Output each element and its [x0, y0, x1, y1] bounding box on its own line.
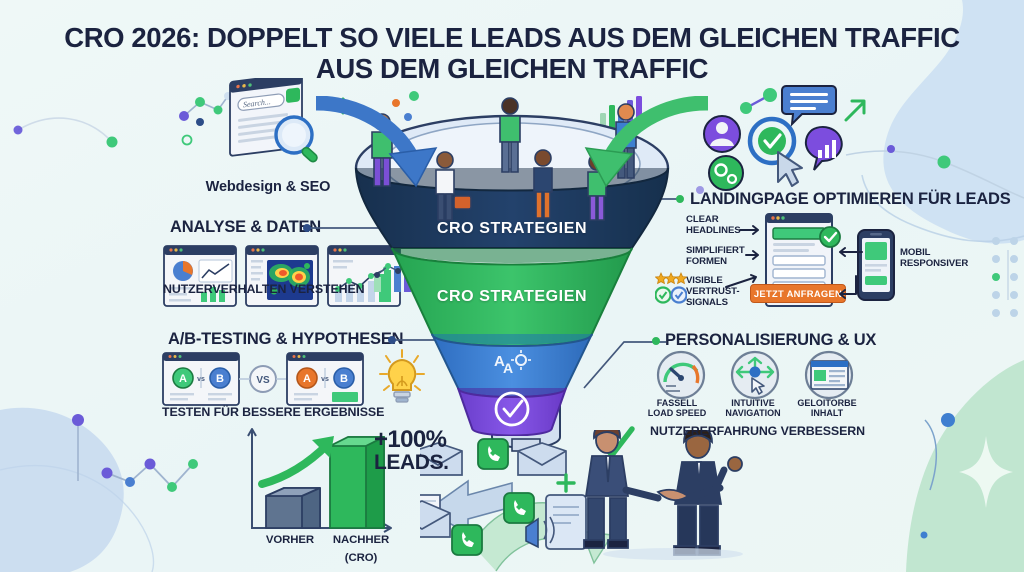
section-landingpage: LANDINGPAGE OPTIMIEREN FÜR LEADS: [690, 190, 1011, 209]
ux-inhalt-l2: INHALT: [810, 408, 844, 419]
landing-page-mock[interactable]: [762, 212, 844, 310]
xtick-vorher-label: VORHER: [265, 534, 315, 546]
heatmap-dashboard: [245, 245, 319, 307]
ux-inhalt-l1: GELOITORBE: [797, 398, 857, 408]
landingpage-connector-dot: [676, 195, 684, 203]
svg-text:B: B: [340, 373, 348, 385]
result-bar-chart: VORHER NACHHER (CRO): [238, 424, 458, 572]
xtick-nachher-l2: (CRO): [344, 551, 378, 564]
bullet-simplifiert-l2: FORMEN: [686, 255, 727, 267]
personalisierung-title: PERSONALISIERUNG & UX: [665, 331, 877, 349]
svg-text:A: A: [179, 373, 187, 385]
section-analyse-daten: ANALYSE & DATEN: [170, 218, 400, 237]
top-right-icon-cluster: [703, 85, 866, 191]
ux-load-speed-l2: LOAD SPEED: [647, 408, 707, 419]
ab-test-icon: A A: [494, 350, 531, 376]
cro-funnel: A A: [301, 95, 723, 437]
chart-xtick-vorher: VORHER: [254, 530, 326, 548]
bar-vorher: [265, 487, 321, 529]
bullet-trust-l2: VERTRUST-: [686, 285, 740, 297]
abtesting-caption: TESTEN FÜR BESSERE ERGEBNISSE: [162, 405, 385, 419]
cta-jetzt-anfragen-button[interactable]: JETZT ANFRAGEN: [750, 284, 846, 303]
svg-text:A: A: [494, 353, 505, 370]
funnel-output-group: [420, 395, 635, 572]
svg-text:Search...: Search...: [243, 97, 271, 109]
stars-badges-icon: [655, 272, 687, 304]
svg-text:VS: VS: [256, 375, 270, 386]
handshake-people-icon: [583, 430, 743, 560]
personalisierung-connector-dot: [652, 337, 660, 345]
phone-mock: [857, 229, 895, 301]
webdesign-seo-caption: Webdesign & SEO: [205, 179, 331, 195]
ux-item-load-speed-label: FASSELL LOAD SPEED: [638, 398, 716, 419]
funnel-band-label-1: CRO STRATEGIEN: [436, 220, 588, 237]
mobil-responsiver-label: MOBIL RESPONSIVER: [900, 247, 969, 270]
xtick-nachher-l1: NACHHER: [332, 534, 390, 546]
result-badge: +100% LEADS.: [374, 426, 449, 475]
bullet-trust-l1: VISIBLE: [686, 275, 723, 286]
result-badge-line1: +100%: [374, 426, 447, 453]
analyse-caption: NUTZERVERHALTEN VERSTEHEN: [163, 282, 365, 296]
title-line-1: CRO 2026: DOPPELT SO VIELE LEADS AUS DEM…: [64, 22, 960, 53]
ux-item-navigation-label: INTUITIVE NAVIGATION: [714, 398, 792, 419]
abtesting-title: A/B-TESTING & HYPOTHESEN: [168, 330, 404, 348]
ux-item-inhalt-label: GELOITORBE INHALT: [788, 398, 866, 419]
title-line-2: AUS DEM GLEICHEN TRAFFIC: [315, 53, 709, 85]
svg-text:A: A: [503, 360, 513, 376]
landingpage-title: LANDINGPAGE OPTIMIEREN FÜR LEADS: [690, 190, 1011, 208]
mobil-label-1: MOBIL: [900, 247, 931, 258]
section-personalisierung: PERSONALISIERUNG & UX: [665, 331, 876, 350]
ab-test-panels: A vs B VS A vs B: [162, 352, 364, 406]
abtesting-connector-dot: [388, 336, 396, 344]
webdesign-seo-group: Search... Webdesign & SEO: [178, 72, 358, 195]
ux-navigation-l2: NAVIGATION: [725, 408, 781, 419]
bullet-clear-headlines-l2: HEADLINES: [686, 224, 741, 236]
dot-grid: [992, 237, 1018, 317]
cta-label: JETZT ANFRAGEN: [753, 288, 843, 299]
bullet-trust-l3: SIGNALS: [686, 296, 728, 308]
bullet-trust-signals: VISIBLE VERTRUST- SIGNALS: [686, 275, 740, 308]
bar-nachher: [329, 436, 385, 529]
analyse-connector-dot: [303, 224, 311, 232]
landingpage-bullet-arrows: [725, 225, 759, 288]
phone-connector-arrows: [839, 247, 863, 299]
bullet-simplifiert-formen: SIMPLIFIERT FORMEN: [686, 245, 745, 268]
ux-navigation-l1: INTUITIVE: [731, 398, 775, 408]
speedometer-icon: [656, 350, 706, 400]
node-line-decoration: [72, 414, 198, 492]
ux-load-speed-l1: FASSELL: [656, 398, 698, 408]
analyse-dashboards: [163, 245, 403, 330]
lightbulb-icon: [379, 349, 425, 403]
blue-curved-arrow-icon: [301, 95, 438, 188]
chart-xtick-nachher: NACHHER (CRO): [324, 530, 398, 565]
page-title: CRO 2026: DOPPELT SO VIELE LEADS AUS DEM…: [0, 22, 1024, 85]
vorher-nachher-chart: [247, 428, 392, 533]
bullet-clear-headlines-l1: CLEAR: [686, 214, 719, 225]
ux-icon-row: [656, 350, 854, 400]
content-layout-icon: [804, 350, 854, 400]
green-curved-arrow-icon: [584, 95, 723, 188]
pie-line-bar-dashboard: [163, 245, 237, 307]
mobil-label-2: RESPONSIVER: [900, 257, 969, 269]
result-badge-line2: LEADS.: [374, 451, 449, 475]
check-circle-icon: [494, 391, 530, 427]
bullet-simplifiert-l1: SIMPLIFIERT: [686, 245, 745, 256]
svg-text:A: A: [303, 373, 311, 385]
svg-text:B: B: [216, 373, 224, 385]
funnel-band-label-2: CRO STRATEGIEN: [436, 288, 588, 305]
green-upward-arrow: [258, 436, 334, 488]
bullet-clear-headlines: CLEAR HEADLINES: [686, 214, 741, 237]
webdesign-seo-illustration: Search...: [179, 72, 352, 163]
four-way-arrows-cursor-icon: [730, 350, 780, 400]
section-ab-testing: A/B-TESTING & HYPOTHESEN: [168, 330, 404, 349]
personalisierung-caption: NUTZERERFAHRUNG VERBESSERN: [650, 424, 865, 438]
analyse-title: ANALYSE & DATEN: [170, 218, 322, 236]
